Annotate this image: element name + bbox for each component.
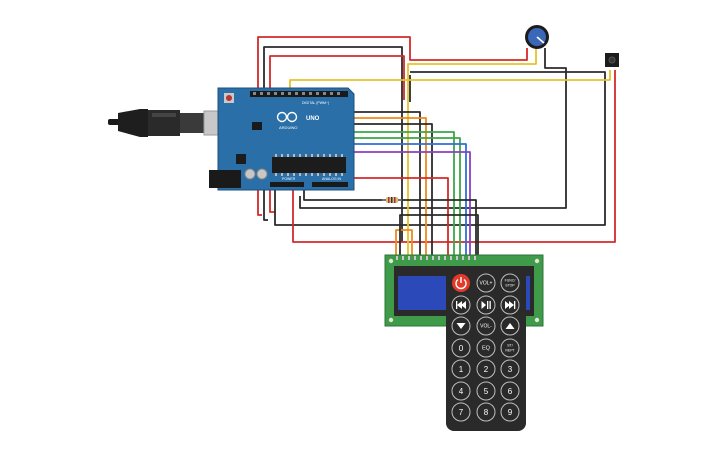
vol-plus-button[interactable]: VOL+ <box>476 273 496 293</box>
eq-label: EQ <box>482 346 491 352</box>
vol-plus-label: VOL+ <box>480 281 493 287</box>
key-9-label: 9 <box>508 408 513 417</box>
down-button[interactable] <box>451 316 471 336</box>
up-button[interactable] <box>500 316 520 336</box>
wire-black-gnd[interactable] <box>303 186 477 255</box>
ir-receiver-sensor[interactable] <box>605 53 619 67</box>
ir-remote[interactable]: VOL+ FUNC/ STOP <box>446 266 526 431</box>
power-jack <box>209 170 241 188</box>
func-label-line2: STOP <box>505 284 515 288</box>
key-4-label: 4 <box>459 387 464 396</box>
key-1-label: 1 <box>459 365 464 374</box>
key-7-label: 7 <box>459 408 464 417</box>
triangle-down-icon <box>456 323 466 329</box>
arduino-logo: ARDUINO UNO <box>276 111 320 130</box>
rewind-icon <box>456 301 466 309</box>
key-3-label: 3 <box>508 365 513 374</box>
play-pause-button[interactable] <box>476 295 496 315</box>
key-1-button[interactable]: 1 <box>451 359 471 379</box>
capacitor <box>256 168 268 180</box>
key-6-label: 6 <box>508 387 513 396</box>
key-6-button[interactable]: 6 <box>500 381 520 401</box>
wire-red-pot[interactable] <box>257 36 528 216</box>
potentiometer[interactable] <box>525 25 549 49</box>
key-0-button[interactable]: 0 <box>451 338 471 358</box>
key-9-button[interactable]: 9 <box>500 402 520 422</box>
vol-minus-label: VOL- <box>480 324 492 330</box>
power-label: POWER <box>282 177 296 181</box>
eq-button[interactable]: EQ <box>476 338 496 358</box>
voltage-regulator <box>236 154 246 164</box>
key-0-label: 0 <box>459 344 464 353</box>
key-5-label: 5 <box>484 387 489 396</box>
wire-orange-lcd[interactable] <box>395 229 413 255</box>
func-label-line1: FUNC/ <box>505 279 516 283</box>
st-rept-button[interactable]: ST/ REPT <box>500 338 520 358</box>
key-2-button[interactable]: 2 <box>476 359 496 379</box>
prev-button[interactable] <box>451 295 471 315</box>
key-8-label: 8 <box>484 408 489 417</box>
st-label-line1: ST/ <box>507 344 512 348</box>
vol-minus-button[interactable]: VOL- <box>476 316 496 336</box>
play-pause-icon <box>481 301 491 309</box>
model-text: UNO <box>306 116 320 122</box>
digital-header <box>250 91 348 97</box>
analog-header <box>312 182 348 187</box>
logo-text: ARDUINO <box>279 125 297 130</box>
wire-yellow-pot[interactable] <box>407 48 537 255</box>
power-header <box>270 182 304 187</box>
triangle-up-icon <box>505 323 515 329</box>
capacitor <box>244 168 256 180</box>
key-5-button[interactable]: 5 <box>476 381 496 401</box>
key-3-button[interactable]: 3 <box>500 359 520 379</box>
st-label-line2: REPT <box>505 349 515 353</box>
key-7-button[interactable]: 7 <box>451 402 471 422</box>
wire-red-inner[interactable] <box>269 55 405 213</box>
icsp-header <box>252 122 262 130</box>
power-button[interactable] <box>452 274 470 292</box>
resistor[interactable] <box>382 197 402 203</box>
next-button[interactable] <box>500 295 520 315</box>
wire-black-pot-right[interactable] <box>299 48 567 209</box>
func-stop-button[interactable]: FUNC/ STOP <box>500 273 520 293</box>
analog-label: ANALOG IN <box>322 177 342 181</box>
key-4-button[interactable]: 4 <box>451 381 471 401</box>
digital-label: DIGITAL (PWM~) <box>302 101 329 105</box>
fast-forward-icon <box>505 301 516 309</box>
arduino-uno-board[interactable]: DIGITAL (PWM~) ARDUINO UNO POWER ANALOG … <box>209 87 355 191</box>
key-2-label: 2 <box>484 365 489 374</box>
wire-black-lcd2[interactable] <box>399 214 479 255</box>
key-8-button[interactable]: 8 <box>476 402 496 422</box>
microcontroller-chip <box>272 157 346 173</box>
